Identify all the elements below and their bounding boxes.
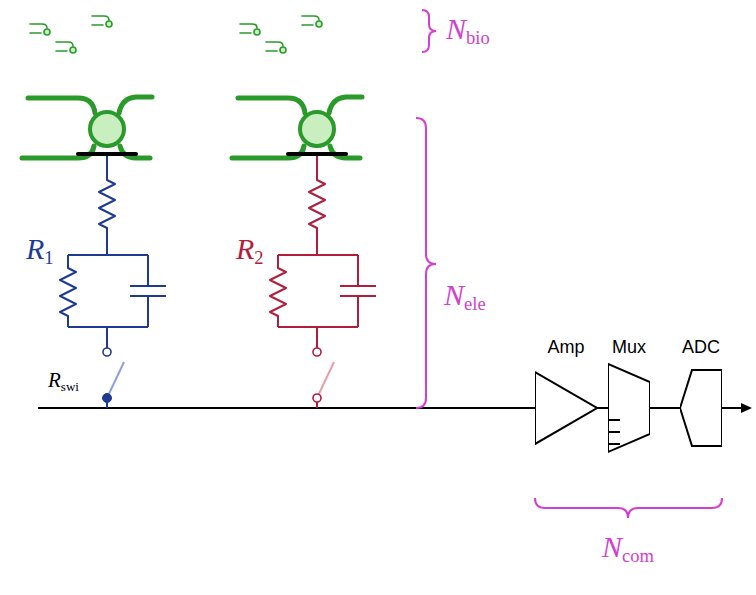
block-label: Amp	[535, 332, 597, 362]
neuron	[22, 97, 152, 158]
amplifier-block: Amp	[535, 332, 597, 454]
block-outline	[608, 364, 650, 452]
switch-symbol	[103, 348, 125, 408]
output-arrow	[722, 403, 752, 413]
group-label: Ncom	[602, 530, 654, 567]
resistor-label: R2	[236, 232, 264, 269]
adc-block: ADC	[680, 332, 722, 454]
signal-wire	[650, 407, 680, 409]
input-tick	[608, 431, 620, 433]
block-outline	[680, 370, 722, 446]
brace	[416, 10, 722, 518]
bus-wire	[38, 407, 535, 409]
input-tick	[608, 443, 620, 445]
neuron	[232, 97, 362, 158]
adc-block-shape	[680, 362, 722, 454]
resistor-label: Rswi	[48, 368, 79, 395]
resistor-label: R1	[26, 232, 54, 269]
electrode-circuit	[60, 156, 166, 348]
amplifier-block-shape	[535, 362, 597, 454]
input-tick	[608, 419, 620, 421]
block-label: Mux	[608, 332, 650, 362]
synapse-icons	[30, 16, 322, 53]
switch-symbol	[313, 348, 334, 408]
block-label: ADC	[680, 332, 722, 362]
signal-wire	[597, 407, 608, 409]
multiplexer-block-shape	[608, 362, 650, 454]
multiplexer-block: Mux	[608, 332, 650, 454]
group-label: Nbio	[446, 12, 490, 49]
group-label: Nele	[444, 278, 486, 315]
block-outline	[535, 372, 597, 444]
electrode-circuit	[270, 156, 376, 348]
